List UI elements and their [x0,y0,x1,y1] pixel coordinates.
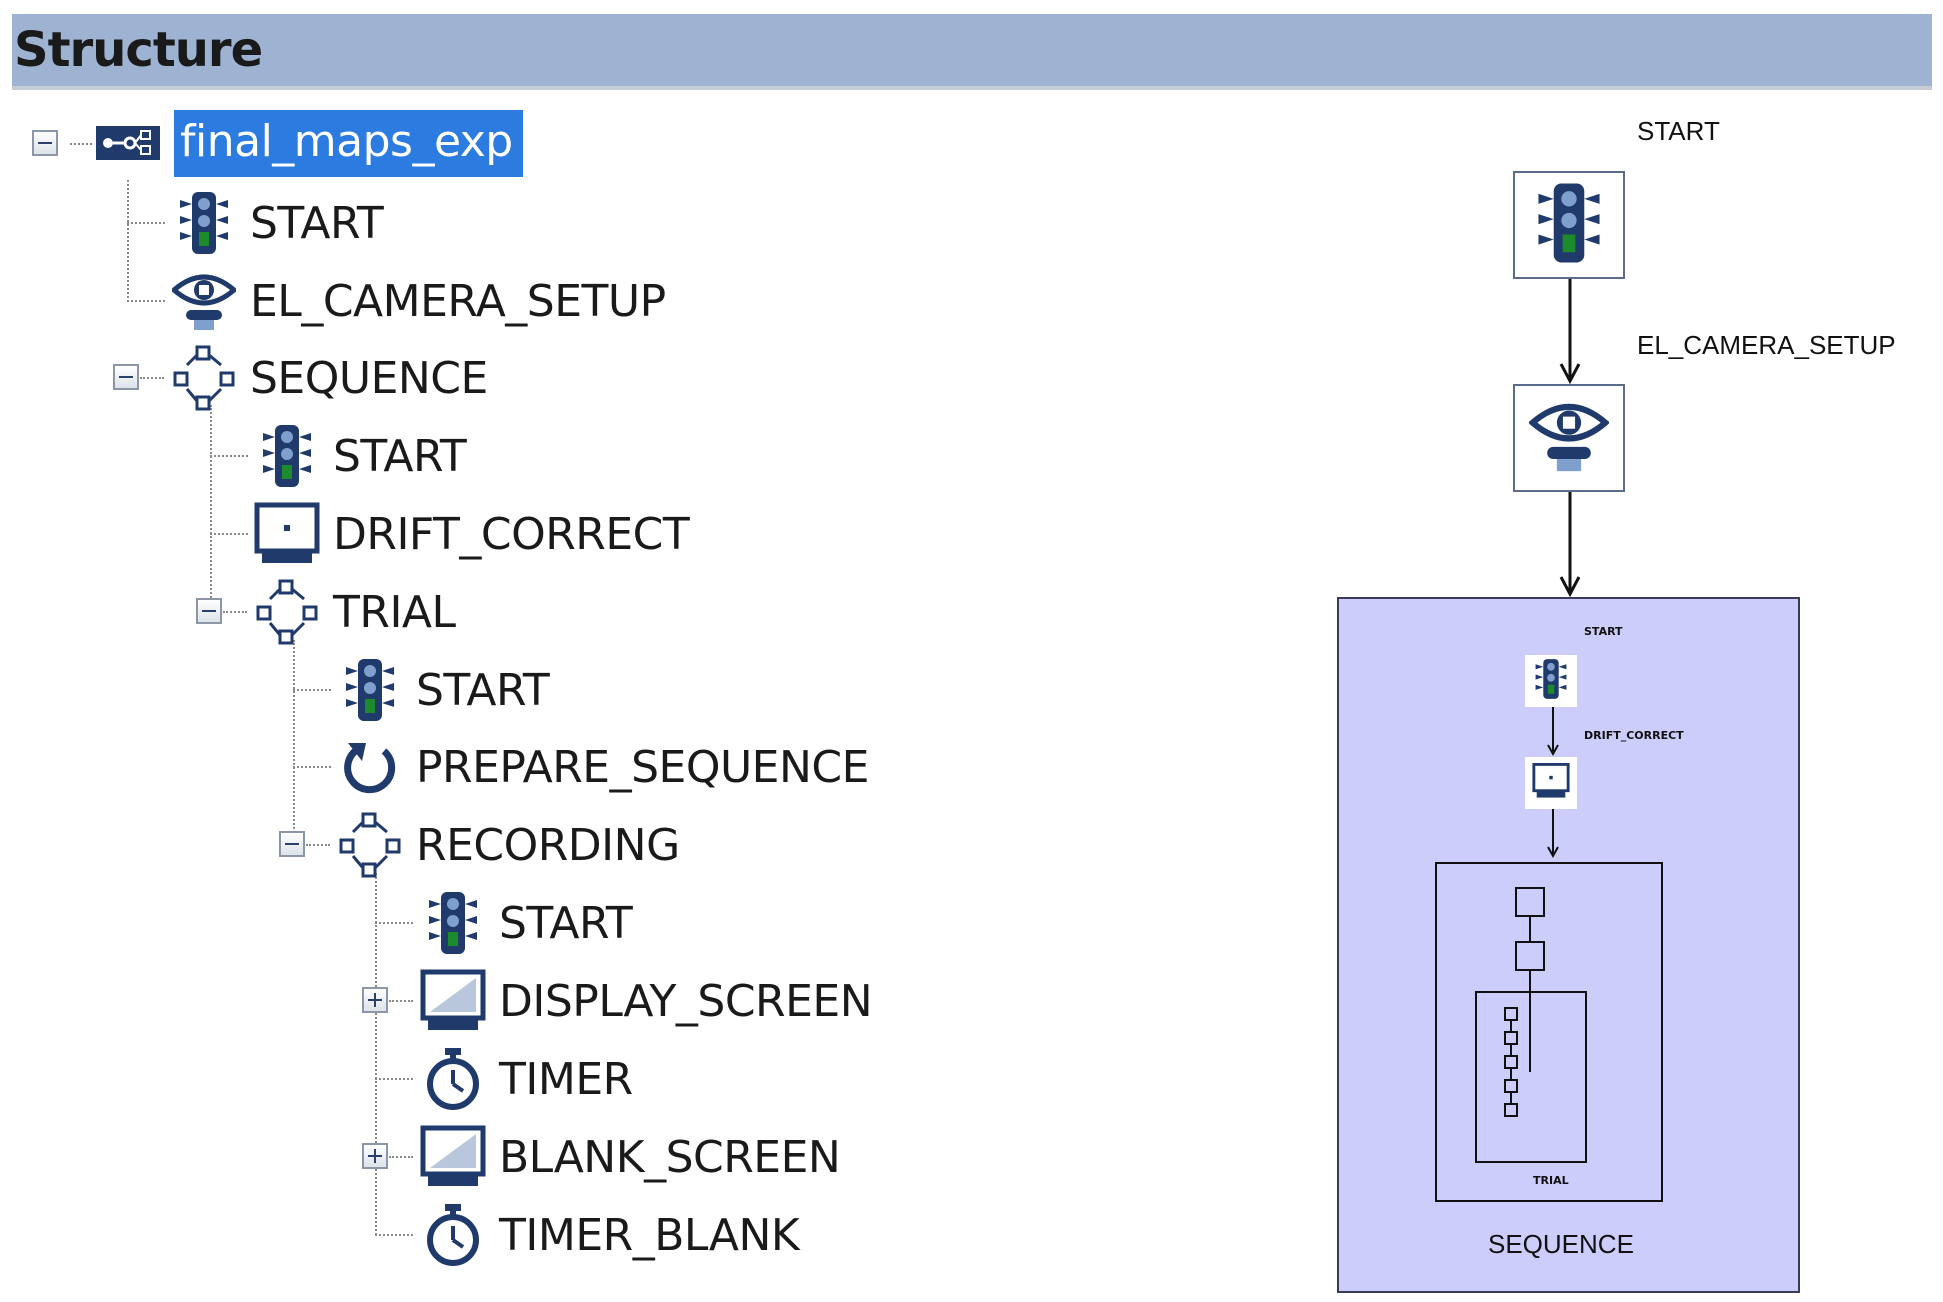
monitor-icon [417,1121,489,1193]
tree-node[interactable]: BLANK_SCREEN [417,1121,841,1193]
tree-line [127,180,129,302]
sequence-icon [334,809,406,881]
flow-start-label: START [1637,116,1720,146]
tree-node-label: START [499,897,633,949]
tree-node[interactable]: DISPLAY_SCREEN [417,965,873,1037]
flow-arrow [1547,707,1559,757]
expand-toggle[interactable] [362,1143,388,1169]
structure-tree: final_maps_exp START EL_CAMERA_SETUP SEQ… [32,108,873,1271]
tree-node-label: BLANK_SCREEN [499,1131,841,1183]
traffic-light-icon [334,654,406,726]
tree-node[interactable]: EL_CAMERA_SETUP [168,266,666,336]
tree-node[interactable]: SEQUENCE [168,343,488,413]
flow-trial-label: TRIAL [1533,1174,1569,1187]
tree-node[interactable]: TRIAL [251,577,456,647]
sequence-icon [168,342,240,414]
tree-line [127,222,165,224]
tree-line [223,611,247,613]
flow-inner-start-node[interactable] [1525,655,1577,707]
tree-node-label: DRIFT_CORRECT [333,508,690,560]
flow-sequence-node[interactable]: START DRIFT_CORRECT [1337,597,1800,1293]
drift-correct-icon [251,498,323,570]
tree-node[interactable]: RECORDING [334,810,680,880]
tree-line [127,300,165,302]
flow-trial-contents [1475,887,1587,1163]
tree-node[interactable]: TIMER [417,1044,633,1114]
tree-line [293,689,331,691]
flow-sequence-label: SEQUENCE [1488,1229,1634,1259]
flow-start-node[interactable] [1513,171,1625,279]
tree-node-label: START [416,664,550,716]
tree-node[interactable]: START [417,887,633,959]
tree-node[interactable]: START [334,654,550,726]
flow-arrow [1559,492,1581,597]
flow-arrow [1559,279,1581,384]
tree-line [293,766,331,768]
tree-line [389,1000,413,1002]
tree-node-label: TIMER_BLANK [499,1209,800,1261]
refresh-icon [334,731,406,803]
tree-line [306,844,330,846]
flow-inner-drift-label: DRIFT_CORRECT [1584,729,1684,742]
tree-line [375,873,377,1235]
tree-node-label: SEQUENCE [250,352,488,404]
traffic-light-icon [1533,657,1569,705]
tree-node[interactable]: START [168,187,384,259]
experiment-icon [92,107,164,179]
tree-line [375,1078,413,1080]
tree-node[interactable]: DRIFT_CORRECT [251,498,690,570]
sequence-icon [251,576,323,648]
tree-line [375,1234,413,1236]
tree-line [210,455,248,457]
tree-line [70,143,92,145]
tree-node[interactable]: START [251,420,467,492]
collapse-toggle[interactable] [32,130,58,156]
eye-camera-icon [168,265,240,337]
flow-camera-node[interactable] [1513,384,1625,492]
flow-inner-start-label: START [1584,625,1623,638]
expand-toggle[interactable] [362,987,388,1013]
flow-camera-label: EL_CAMERA_SETUP [1637,330,1896,360]
flow-arrow [1547,809,1559,859]
tree-node-label: TRIAL [333,586,456,638]
collapse-toggle[interactable] [279,831,305,857]
structure-panel-header: Structure [12,14,1932,90]
tree-line [210,405,212,610]
stopwatch-icon [417,1043,489,1115]
flow-inner-drift-node[interactable] [1525,757,1577,809]
tree-node-label: START [250,197,384,249]
tree-node[interactable]: TIMER_BLANK [417,1199,800,1271]
tree-node-label: START [333,430,467,482]
tree-line [140,377,164,379]
tree-line [375,922,413,924]
eye-camera-icon [1528,396,1610,480]
flow-trial-node[interactable]: TRIAL [1435,862,1663,1202]
tree-line [293,640,295,845]
tree-node-label: EL_CAMERA_SETUP [250,275,666,327]
tree-node-label: DISPLAY_SCREEN [499,975,873,1027]
drift-correct-icon [1531,761,1571,805]
collapse-toggle[interactable] [196,598,222,624]
tree-line [210,533,248,535]
collapse-toggle[interactable] [113,364,139,390]
monitor-icon [417,965,489,1037]
panel-title: Structure [14,22,263,78]
tree-node-label: final_maps_exp [174,109,523,177]
traffic-light-icon [1532,181,1606,269]
traffic-light-icon [251,420,323,492]
tree-node[interactable]: PREPARE_SEQUENCE [334,732,869,802]
tree-node-label: PREPARE_SEQUENCE [416,741,869,793]
tree-node-root[interactable]: final_maps_exp [92,108,523,178]
traffic-light-icon [168,187,240,259]
stopwatch-icon [417,1199,489,1271]
traffic-light-icon [417,887,489,959]
tree-node-label: TIMER [499,1053,633,1105]
tree-node-label: RECORDING [416,819,680,871]
tree-line [389,1156,413,1158]
